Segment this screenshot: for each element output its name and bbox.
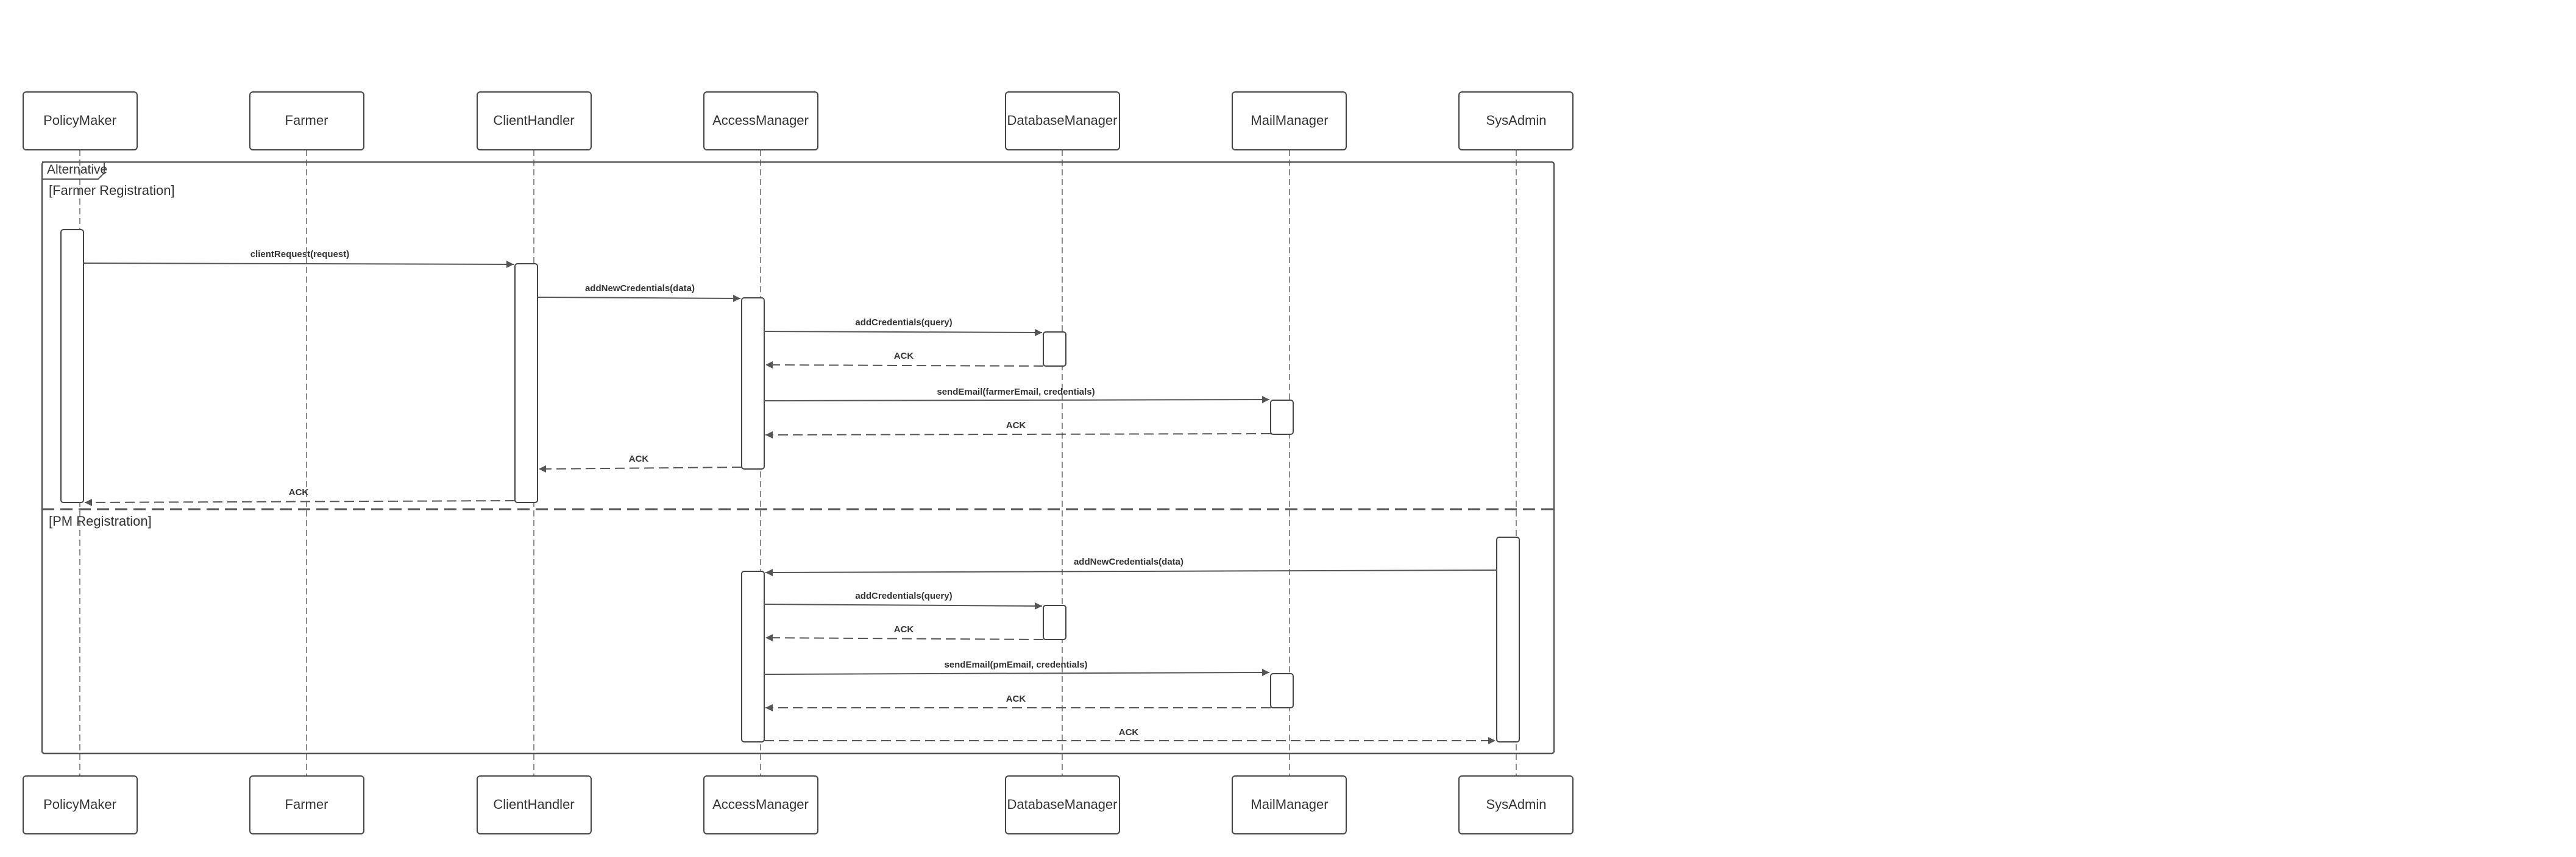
message-label: ACK (629, 454, 649, 464)
participant-box-clienthandler[interactable] (477, 775, 592, 834)
participant-label: PolicyMaker (43, 797, 116, 812)
participant-box-accessmanager[interactable] (703, 91, 818, 150)
participant-box-mailmanager[interactable] (1232, 91, 1347, 150)
message-send-email-pm (764, 669, 1270, 677)
message-label: ACK (1006, 420, 1026, 431)
participant-label: AccessManager (712, 797, 809, 812)
participants-bottom (23, 775, 1574, 834)
message-label: ACK (289, 487, 309, 498)
activation-bars (60, 229, 1520, 742)
participant-label: AccessManager (712, 113, 809, 128)
participant-label: SysAdmin (1486, 797, 1546, 812)
messages (83, 260, 1497, 744)
message-send-email-farmer (764, 396, 1270, 404)
participants-top-labels: PolicyMaker Farmer ClientHandler AccessM… (43, 113, 1546, 128)
message-label: sendEmail(farmerEmail, credentials) (937, 387, 1095, 397)
activation-clienthandler (514, 263, 538, 503)
message-label: addCredentials(query) (855, 317, 952, 328)
message-label: addNewCredentials(data) (585, 283, 695, 294)
message-add-credentials-pm (764, 602, 1043, 610)
participant-label: MailManager (1251, 797, 1328, 812)
message-ack-client-farmer (84, 498, 516, 506)
message-label: addCredentials(query) (855, 591, 952, 601)
activation-accessmanager-pm (741, 571, 765, 742)
alt-fragment-tab (42, 161, 105, 180)
message-label: ACK (894, 351, 914, 361)
activation-mailmanager-pm (1270, 673, 1294, 708)
activation-databasemanager-pm (1043, 605, 1066, 640)
participants-top (23, 91, 1574, 150)
message-ack-access-farmer (538, 465, 742, 473)
alt-fragment-title: Alternative (47, 163, 107, 177)
participant-label: DatabaseManager (1007, 797, 1117, 812)
message-label: ACK (1119, 727, 1139, 738)
participant-box-databasemanager[interactable] (1005, 775, 1120, 834)
message-client-request (83, 260, 514, 268)
participant-box-sysadmin[interactable] (1458, 775, 1574, 834)
participant-label: DatabaseManager (1007, 113, 1117, 128)
participant-label: Farmer (285, 797, 328, 812)
alt-fragment: Alternative [Farmer Registration] [PM Re… (41, 161, 1555, 755)
activation-mailmanager-farmer (1270, 400, 1294, 435)
participant-label: SysAdmin (1486, 113, 1546, 128)
guard-pm-registration: [PM Registration] (49, 513, 152, 529)
participant-box-farmer[interactable] (249, 775, 364, 834)
participant-box-farmer[interactable] (249, 91, 364, 150)
participant-box-policymaker[interactable] (23, 91, 138, 150)
participant-box-sysadmin[interactable] (1458, 91, 1574, 150)
message-add-new-credentials-farmer (537, 294, 741, 302)
participant-label: ClientHandler (493, 113, 574, 128)
participant-label: PolicyMaker (43, 113, 116, 128)
message-add-new-credentials-pm (765, 568, 1497, 576)
message-label: sendEmail(pmEmail, credentials) (944, 660, 1087, 670)
message-add-credentials-farmer (764, 328, 1043, 336)
participant-label: MailManager (1251, 113, 1328, 128)
message-ack-mail-farmer (765, 431, 1271, 439)
participant-box-clienthandler[interactable] (477, 91, 592, 150)
participant-label: Farmer (285, 113, 328, 128)
activation-policymaker (60, 229, 84, 503)
participant-box-mailmanager[interactable] (1232, 775, 1347, 834)
message-label: ACK (894, 624, 914, 635)
participant-box-databasemanager[interactable] (1005, 91, 1120, 150)
message-labels: clientRequest(request) addNewCredentials… (250, 249, 1183, 738)
activation-accessmanager-farmer (741, 297, 765, 470)
alt-fragment-frame (41, 161, 1555, 755)
message-label: clientRequest(request) (250, 249, 350, 259)
message-label: addNewCredentials(data) (1074, 557, 1183, 567)
lifelines (79, 150, 1517, 776)
participants-bottom-labels: PolicyMaker Farmer ClientHandler AccessM… (43, 797, 1546, 812)
message-ack-db-pm (765, 634, 1044, 642)
participant-label: ClientHandler (493, 797, 574, 812)
guard-farmer-registration: [Farmer Registration] (49, 183, 175, 198)
message-ack-db-farmer (765, 361, 1044, 369)
participant-box-accessmanager[interactable] (703, 775, 818, 834)
participant-box-policymaker[interactable] (23, 775, 138, 834)
activation-sysadmin (1496, 537, 1520, 742)
activation-databasemanager-farmer (1043, 331, 1066, 367)
message-label: ACK (1006, 694, 1026, 704)
